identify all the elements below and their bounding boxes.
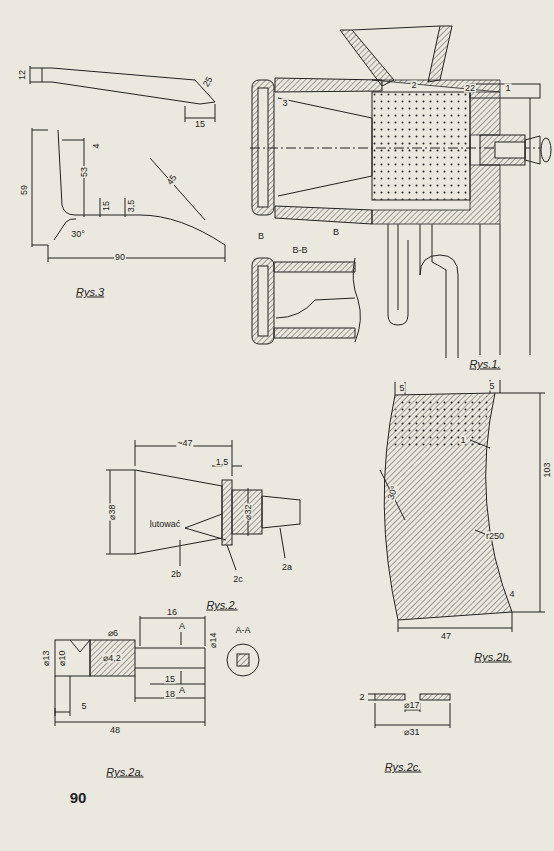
dimension-label: ⌀32 [244, 503, 253, 520]
dimension-label: 15 [164, 675, 176, 684]
washer [368, 694, 450, 728]
dimension-label: 45 [165, 172, 179, 187]
dimension-label: 1,5 [215, 458, 230, 467]
dimension-label: B-B [291, 246, 308, 255]
dimension-label: ⌀6 [107, 629, 119, 638]
dimension-label: 25 [201, 75, 215, 90]
dimension-label: 22 [464, 84, 476, 93]
knife-blade [30, 66, 225, 285]
page-number: 90 [69, 790, 88, 805]
dimension-label: ⌀13 [42, 649, 51, 666]
dimension-label: ⌀38 [108, 503, 117, 520]
dimension-label: 30° [70, 230, 86, 239]
dimension-label: ⌀17 [403, 701, 420, 710]
dimension-label: 5 [398, 384, 405, 393]
dimension-label: lutować [149, 520, 182, 529]
cone-assembly [106, 440, 300, 570]
dimension-label: 1 [504, 84, 511, 93]
dimension-label: B [332, 228, 340, 237]
dimension-label: 48 [109, 726, 121, 735]
dimension-label: r250 [485, 532, 505, 541]
dimension-label: 47 [440, 632, 452, 641]
figure-caption: Rys.2b. [473, 652, 512, 663]
dimension-label: 2c [232, 575, 244, 584]
dimension-label: 1 [459, 436, 466, 445]
section-b-b [252, 258, 360, 344]
figure-caption: Rys.2a. [105, 767, 144, 778]
dimension-label: A [178, 622, 186, 631]
dimension-label: ⌀31 [403, 728, 420, 737]
perforated-plate [380, 380, 545, 632]
figure-caption: Rys.1. [468, 359, 501, 370]
dimension-label: 12 [18, 69, 27, 81]
dimension-label: 5 [488, 382, 495, 391]
shaft [55, 616, 259, 726]
figure-caption: Rys.3 [75, 287, 105, 298]
dimension-label: 15 [194, 120, 206, 129]
grinder-section [250, 26, 551, 358]
dimension-label: 4 [508, 590, 515, 599]
dimension-label: 2b [170, 570, 182, 579]
dimension-label: 3 [281, 99, 288, 108]
figure-caption: Rys.2c. [384, 762, 423, 773]
dimension-label: 4 [92, 142, 101, 149]
dimension-label: ~47 [176, 439, 193, 448]
dimension-label: 18 [164, 690, 176, 699]
dimension-label: 2a [281, 563, 293, 572]
dimension-label: ⌀14 [209, 631, 218, 648]
dimension-label: 2 [358, 693, 365, 702]
dimension-label: 15 [102, 200, 111, 212]
dimension-label: A [178, 686, 186, 695]
dimension-label: 53 [80, 166, 89, 178]
dimension-label: 3,5 [127, 199, 136, 214]
dimension-label: A-A [234, 626, 251, 635]
dimension-label: 2 [410, 81, 417, 90]
figure-caption: Rys.2. [205, 600, 238, 611]
dimension-label: ⌀10 [58, 649, 67, 666]
dimension-label: 5 [80, 702, 87, 711]
dimension-label: 59 [20, 184, 29, 196]
dimension-label: B [257, 232, 265, 241]
dimension-label: 90 [114, 253, 126, 262]
dimension-label: 16 [166, 608, 178, 617]
dimension-label: ⌀4,2 [102, 654, 122, 663]
dimension-label: 103 [542, 461, 551, 478]
